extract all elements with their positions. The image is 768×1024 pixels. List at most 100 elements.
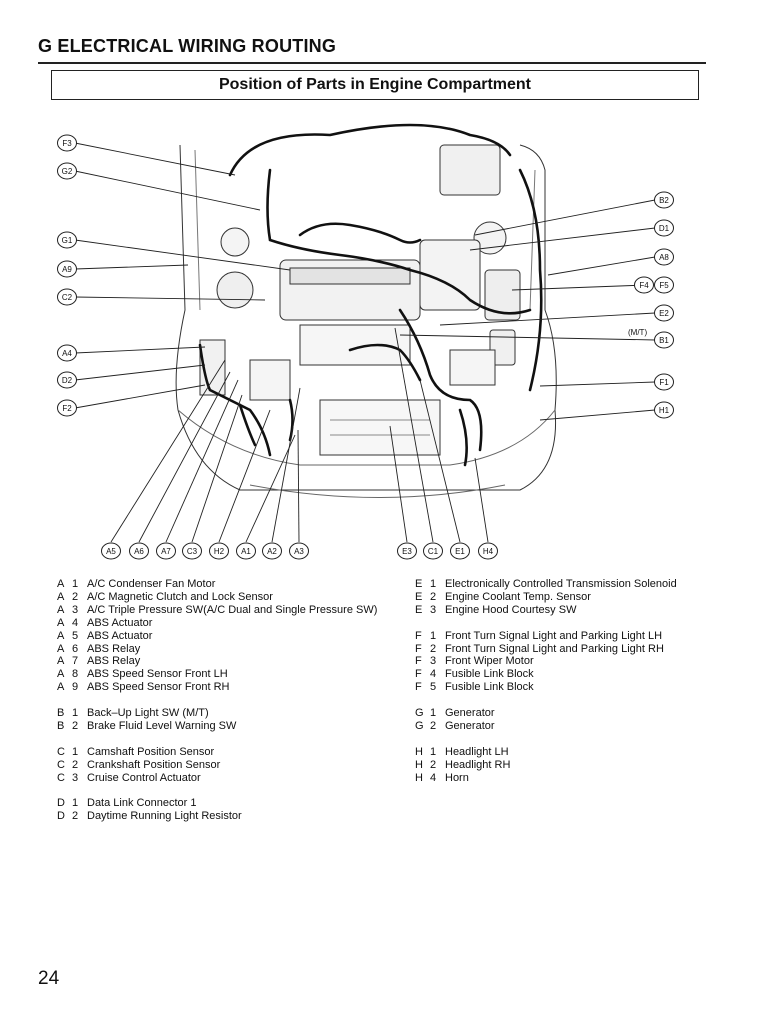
legend-text: A/C Triple Pressure SW(A/C Dual and Sing… — [87, 603, 378, 616]
callout-label: F2 — [62, 404, 72, 413]
legend-letter: H — [415, 745, 423, 758]
legend-letter: C — [57, 758, 65, 771]
callout-circle — [654, 219, 674, 237]
legend-number: 8 — [72, 668, 79, 681]
legend-text: Engine Coolant Temp. Sensor — [445, 590, 591, 603]
callout-f1: F1 — [654, 373, 674, 391]
page-number: 24 — [38, 968, 60, 989]
callout-label: H1 — [659, 406, 670, 415]
callout-circle — [156, 542, 176, 560]
legend-text: Data Link Connector 1 — [87, 797, 197, 810]
legend-text: A/C Condenser Fan Motor — [87, 578, 216, 590]
legend-number: 2 — [430, 758, 437, 771]
callout-circle — [57, 134, 77, 152]
callout-circle — [101, 542, 121, 560]
legend-text: ABS Relay — [87, 642, 141, 655]
legend-text: Cruise Control Actuator — [87, 771, 201, 784]
legend-number: 4 — [72, 616, 79, 629]
callout-f4: F4 — [634, 276, 654, 294]
callout-circle — [654, 248, 674, 266]
legend-number: 2 — [430, 719, 437, 732]
legend-letter: F — [415, 642, 422, 655]
callout-label: D1 — [659, 224, 670, 233]
callout-label: A9 — [62, 265, 72, 274]
legend-text: Front Turn Signal Light and Parking Ligh… — [445, 629, 663, 642]
legend-number: 4 — [430, 668, 437, 681]
legend-letter: E — [415, 578, 423, 590]
callout-circle — [289, 542, 309, 560]
legend-letter: F — [415, 629, 422, 642]
callout-label: F4 — [639, 281, 649, 290]
legend-text: ABS Relay — [87, 655, 141, 668]
legend-number: 5 — [72, 629, 79, 642]
callout-circle — [129, 542, 149, 560]
legend-text: Brake Fluid Level Warning SW — [87, 719, 237, 732]
callout-a5: A5 — [101, 542, 121, 560]
callout-label: A7 — [161, 547, 171, 556]
callout-e3: E3 — [397, 542, 417, 560]
legend-letter: C — [57, 771, 65, 784]
callout-label: C2 — [62, 293, 73, 302]
legend-number: 6 — [72, 642, 79, 655]
callout-label: A2 — [267, 547, 277, 556]
callout-circle — [478, 542, 498, 560]
legend-number: 3 — [430, 655, 437, 668]
legend-text: A/C Magnetic Clutch and Lock Sensor — [87, 590, 273, 603]
legend-letter: A — [57, 668, 65, 681]
callout-label: A3 — [294, 547, 304, 556]
callout-circle — [654, 373, 674, 391]
engine-illustration — [175, 144, 557, 498]
legend-letter: F — [415, 681, 422, 694]
legend-letter: A — [57, 603, 65, 616]
callout-label: C3 — [187, 547, 198, 556]
callout-f3: F3 — [57, 134, 77, 152]
callout-label: A8 — [659, 253, 669, 262]
legend-letter: C — [57, 745, 65, 758]
leader-lines — [74, 142, 656, 543]
callout-g1: G1 — [57, 231, 77, 249]
legend-letter: G — [415, 707, 424, 720]
callout-label: C1 — [428, 547, 439, 556]
legend-text: ABS Actuator — [87, 616, 153, 629]
callout-circle — [57, 231, 77, 249]
callout-f5: F5 — [654, 276, 674, 294]
legend-letter: H — [415, 771, 423, 784]
mt-annotation: (M/T) — [628, 328, 647, 337]
callout-circle — [654, 304, 674, 322]
callout-b1: B1 — [654, 331, 674, 349]
callout-label: F5 — [659, 281, 669, 290]
legend-letter: B — [57, 719, 65, 732]
callout-h2: H2 — [209, 542, 229, 560]
callout-label: A6 — [134, 547, 144, 556]
callout-label: H4 — [483, 547, 494, 556]
legend-letter: E — [415, 590, 423, 603]
legend-number: 5 — [430, 681, 437, 694]
callout-c3: C3 — [182, 542, 202, 560]
callout-b2: B2 — [654, 191, 674, 209]
callout-circle — [57, 162, 77, 180]
legend-letter: G — [415, 719, 424, 732]
legend-text: Engine Hood Courtesy SW — [445, 603, 577, 616]
legend-number: 2 — [430, 590, 437, 603]
legend-letter: D — [57, 810, 65, 823]
section-title: G ELECTRICAL WIRING ROUTING — [38, 36, 337, 56]
callout-d1: D1 — [654, 219, 674, 237]
legend-text: ABS Speed Sensor Front RH — [87, 681, 230, 694]
legend-letter: A — [57, 681, 65, 694]
callout-a8: A8 — [654, 248, 674, 266]
legend-number: 3 — [72, 771, 79, 784]
callout-g2: G2 — [57, 162, 77, 180]
legend-text: ABS Speed Sensor Front LH — [87, 668, 228, 681]
legend-number: 2 — [72, 590, 79, 603]
title-rule — [38, 62, 706, 64]
legend-number: 3 — [430, 603, 437, 616]
